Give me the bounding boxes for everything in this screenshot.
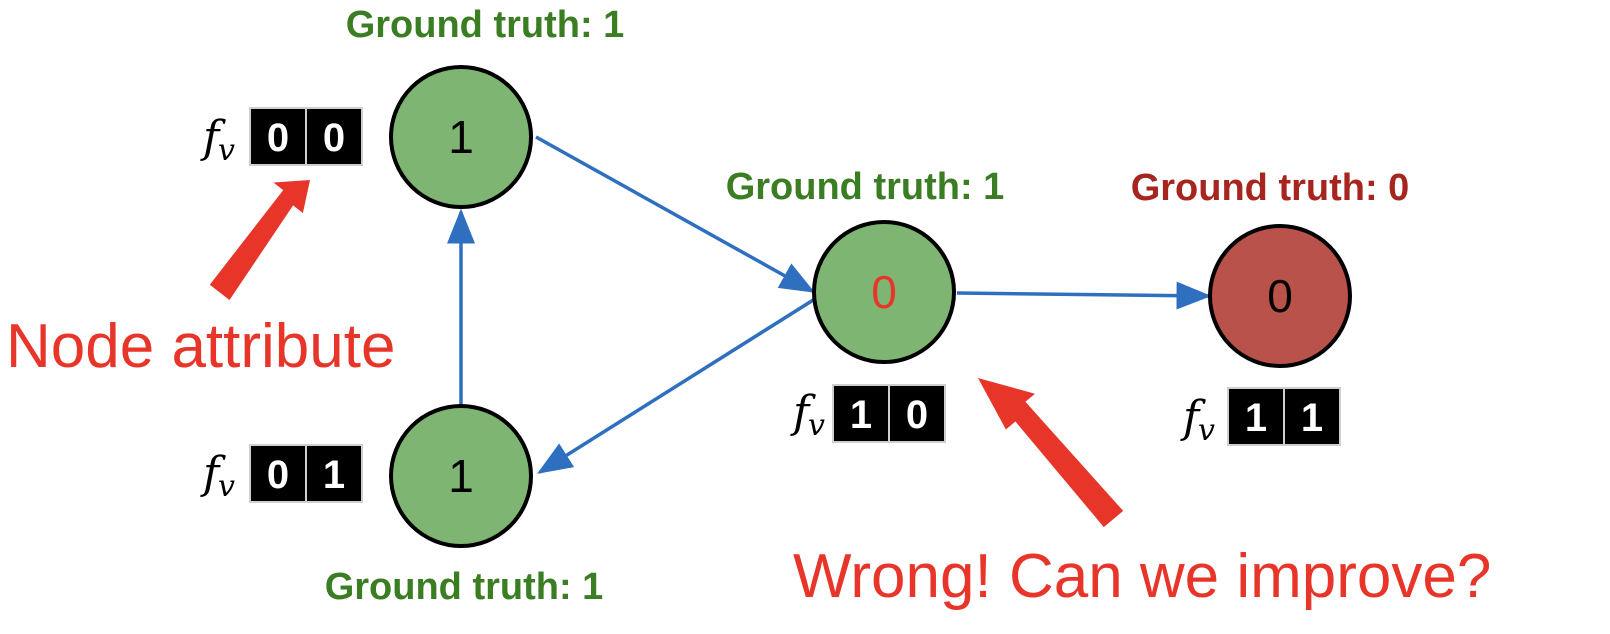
node-top-left [389, 65, 533, 209]
feature-bit: 0 [906, 393, 928, 437]
edge-middle-to-right [956, 281, 1212, 310]
node-label-top-left: 1 [448, 111, 474, 163]
feature-bit: 1 [1301, 396, 1323, 440]
feature-vector-top-left: f v 0 0 [200, 107, 363, 168]
feature-bit: 1 [1245, 396, 1267, 440]
feature-vector-right: f v 1 1 [1180, 387, 1341, 448]
red-arrow-node-attribute [209, 180, 310, 300]
feature-bit: 1 [850, 393, 872, 437]
feature-vector-bottom-left: f v 0 1 [200, 444, 363, 504]
feature-bit: 1 [323, 453, 345, 497]
fv-subscript: v [218, 133, 235, 168]
fv-subscript: v [808, 408, 825, 443]
node-label-bottom-left: 1 [448, 450, 474, 502]
feature-bit: 0 [323, 116, 345, 160]
wrong-question-label: Wrong! Can we improve? [793, 542, 1491, 611]
node-label-middle: 0 [871, 266, 897, 318]
node-middle [812, 220, 956, 364]
ground-truth-bottom-left: Ground truth: 1 [325, 566, 604, 608]
ground-truth-top-left: Ground truth: 1 [346, 4, 625, 46]
ground-truth-right: Ground truth: 0 [1131, 167, 1410, 209]
feature-bit: 0 [267, 116, 289, 160]
feature-bit: 0 [267, 453, 289, 497]
ground-truth-middle: Ground truth: 1 [726, 166, 1005, 208]
edge-topleft-to-middle [535, 135, 816, 293]
fv-subscript: v [1198, 413, 1215, 448]
node-attribute-label: Node attribute [6, 312, 395, 381]
red-arrow-wrong [978, 378, 1124, 528]
node-bottom-left [389, 404, 533, 548]
node-right [1208, 224, 1352, 368]
node-label-right: 0 [1267, 270, 1293, 322]
edge-middle-to-bottomleft [537, 295, 819, 474]
feature-vector-middle: f v 1 0 [790, 384, 946, 443]
fv-subscript: v [218, 469, 235, 504]
